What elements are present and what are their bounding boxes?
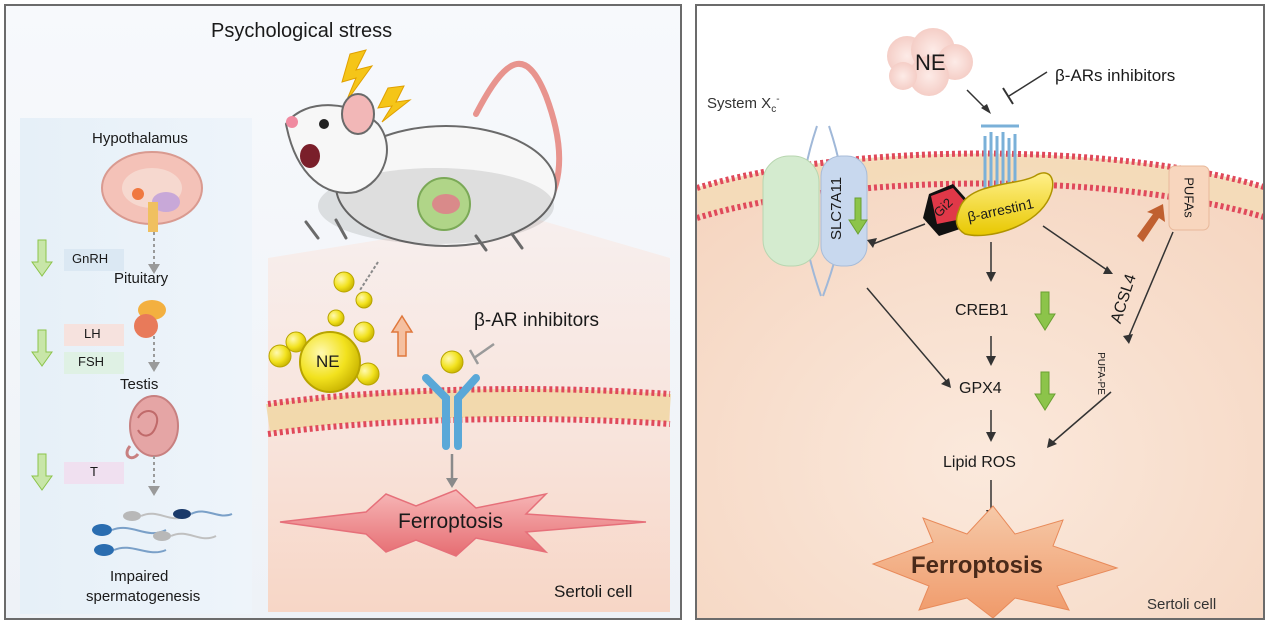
label-system-xc-text: System X <box>707 95 772 112</box>
brain-icon <box>101 151 203 232</box>
label-gnrh: GnRH <box>72 251 109 266</box>
label-system-xc-sup: - <box>776 94 780 105</box>
pathway-arrows <box>866 223 1174 512</box>
label-lh: LH <box>84 326 101 341</box>
label-lipid-ros: Lipid ROS <box>943 454 1016 471</box>
left-diagram-canvas <box>6 6 680 618</box>
inhibition-line <box>473 342 495 360</box>
label-gpx4: GPX4 <box>959 380 1002 397</box>
label-testis: Testis <box>120 376 159 393</box>
cell-membrane <box>266 386 671 437</box>
cytoplasm <box>697 157 1263 618</box>
label-slc7a11: SLC7A11 <box>828 176 846 241</box>
ferroptosis-burst <box>871 505 1119 618</box>
t-box <box>64 462 124 484</box>
sperm-icon <box>92 509 233 556</box>
label-fsh: FSH <box>78 354 104 369</box>
beta-arrestin1-shape <box>955 172 1054 237</box>
channel-icon <box>762 125 868 297</box>
increase-arrow-icon <box>1137 204 1165 242</box>
left-panel: Psychological stress Hypothalamus GnRH P… <box>4 4 682 620</box>
right-panel: NE β-ARs inhibitors System Xc- SLC7A11 G… <box>695 4 1265 620</box>
label-system-xc-sub: c <box>771 104 777 115</box>
ne-vesicles <box>268 271 464 393</box>
inhibition-line <box>1008 71 1048 97</box>
slc7a11-transporter <box>820 155 868 267</box>
label-pituitary: Pituitary <box>114 270 169 287</box>
label-t: T <box>90 464 98 479</box>
lightning-icon <box>341 49 412 123</box>
right-diagram-canvas <box>697 6 1263 618</box>
label-ferroptosis: Ferroptosis <box>911 552 1044 579</box>
decrease-arrow-icon <box>1034 291 1056 331</box>
pituitary-icon <box>134 300 166 338</box>
label-ferroptosis: Ferroptosis <box>398 510 504 533</box>
label-pufa-pe: PUFA-PE <box>1094 352 1106 395</box>
ne-main-vesicle <box>299 331 361 393</box>
label-pufas: PUFAs <box>1181 177 1197 218</box>
decrease-arrow-icon <box>848 197 868 235</box>
gnrh-box <box>64 249 124 271</box>
hpg-arrowhead <box>148 362 160 372</box>
hpg-arrowhead <box>148 486 160 496</box>
label-sertoli-cell: Sertoli cell <box>554 582 633 601</box>
label-ne: NE <box>915 50 946 75</box>
ne-arrowhead <box>981 104 991 114</box>
signal-arrowhead <box>446 478 458 488</box>
rat-icon <box>284 60 563 252</box>
increase-arrow-icon <box>390 314 414 357</box>
lh-box <box>64 324 124 346</box>
decrease-arrow-icon <box>31 239 53 491</box>
inhibition-bar <box>1002 87 1014 105</box>
ferroptosis-burst <box>279 489 647 557</box>
label-spermatogenesis: spermatogenesis <box>86 588 201 605</box>
label-ne: NE <box>316 352 340 371</box>
release-arrow <box>359 261 379 291</box>
receptor-icon <box>422 374 480 450</box>
label-beta-ar-inhibitors: β-AR inhibitors <box>474 310 599 331</box>
testis-icon <box>125 395 179 460</box>
inhibition-bar <box>468 349 480 365</box>
label-beta-ars-inhibitors: β-ARs inhibitors <box>1055 66 1176 85</box>
title-psychological-stress: Psychological stress <box>211 20 393 42</box>
fsh-box <box>64 352 124 374</box>
label-sertoli-cell: Sertoli cell <box>1147 596 1217 613</box>
label-impaired: Impaired <box>110 568 169 585</box>
label-creb1: CREB1 <box>955 302 1009 319</box>
label-system-xc: System Xc- <box>707 94 780 115</box>
decrease-arrow-icon <box>1034 371 1056 411</box>
label-hypothalamus: Hypothalamus <box>92 130 188 147</box>
ne-cloud-icon <box>887 28 973 96</box>
pufas-box <box>1168 165 1210 231</box>
hpg-arrowhead <box>148 264 160 274</box>
